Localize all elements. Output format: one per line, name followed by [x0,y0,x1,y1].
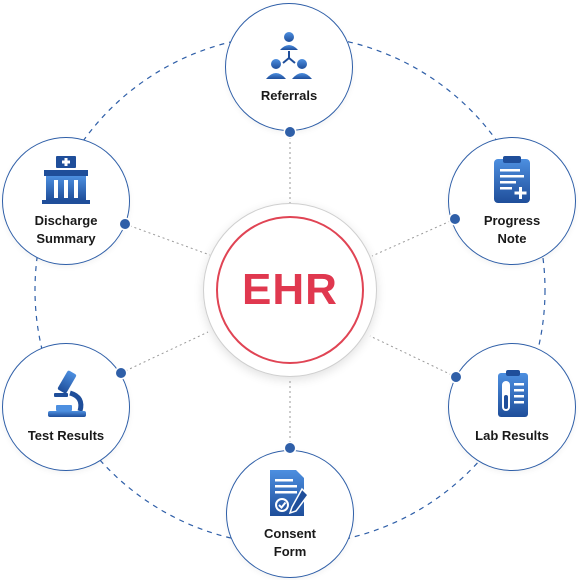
connector-dot-consent-form [285,443,295,453]
center-title: EHR [242,265,338,314]
node-test-results[interactable]: Test Results [2,343,130,471]
people-network-icon [266,32,312,79]
node-progress-note[interactable]: Progress Note [448,137,576,265]
connector-dot-lab-results [451,372,461,382]
node-label-referrals: Referrals [260,88,318,103]
connector-dot-test-results [116,368,126,378]
connector-dot-discharge-summary [120,219,130,229]
node-label-discharge-summary: Discharge Summary [34,213,98,246]
node-label-progress-note: Progress Note [483,213,541,246]
test-tube-clipboard-icon [498,370,528,417]
center-hub: EHR [216,216,364,364]
hospital-building-icon [42,156,90,204]
connector-discharge-summary [124,223,211,256]
node-label-test-results: Test Results [27,428,105,443]
node-consent-form[interactable]: Consent Form [226,450,354,578]
microscope-icon [48,370,86,417]
node-label-lab-results: Lab Results [475,428,549,443]
node-label-consent-form: Consent Form [264,526,316,559]
connector-lab-results [369,335,457,378]
node-lab-results[interactable]: Lab Results [448,343,576,471]
connector-progress-note [371,218,456,257]
connector-dot-progress-note [450,214,460,224]
connector-test-results [120,331,209,374]
clipboard-plus-icon [494,156,530,203]
document-pen-icon [270,470,309,516]
node-referrals[interactable]: Referrals [225,3,353,131]
connector-dot-referrals [285,127,295,137]
node-discharge-summary[interactable]: Discharge Summary [2,137,130,265]
